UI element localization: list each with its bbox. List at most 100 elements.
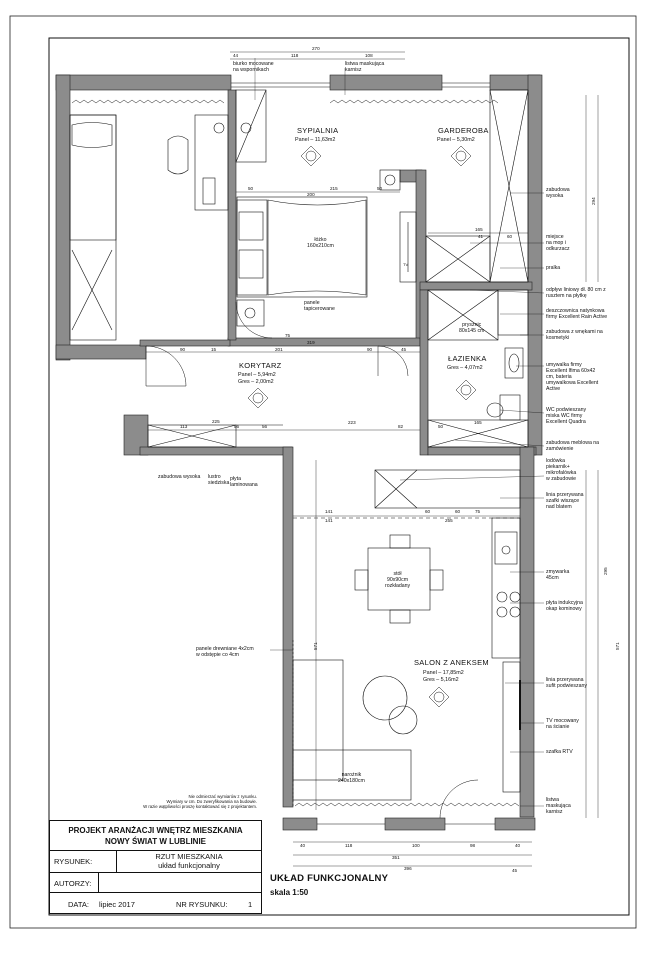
annotation-wc: WC podwieszany miska WC firmy Excellent … <box>546 407 587 425</box>
dim-garderoba-165: 165 <box>475 227 483 232</box>
dim-bed-row: 215 <box>330 186 338 191</box>
data-label: DATA: <box>68 900 89 909</box>
autorzy-divider <box>98 873 99 893</box>
annotation-szafka-rtv: szafka RTV <box>546 749 573 755</box>
prysznic-label: prysznic 80x145 cm <box>459 322 485 334</box>
title-block: PROJEKT ARANŻACJI WNĘTRZ MIESZKANIA NOWY… <box>49 820 262 914</box>
salon-furniture <box>292 469 521 808</box>
annotation-plyta-laminowana: płyta laminowana <box>230 476 258 488</box>
layout-caption-title: UKŁAD FUNKCJONALNY <box>270 873 389 884</box>
dim-corridor-45: 45 <box>401 347 407 352</box>
room-info-garderoba: Panel – 5,30m2 <box>437 137 475 143</box>
stol-label: stół 90x90cm rozkładany <box>385 571 411 589</box>
dim-corridor-90a: 90 <box>180 347 186 352</box>
nr-value: 1 <box>248 900 253 909</box>
annotation-lodowka: lodówka piekarnik+ mikrofalówka w zabudo… <box>546 458 577 482</box>
autorzy-row: AUTORZY: <box>50 872 261 893</box>
layout-caption-scale: skala 1:50 <box>270 888 309 897</box>
rysunek-value: RZUT MIESZKANIA układ funkcjonalny <box>155 852 223 870</box>
bedroom-furniture <box>69 89 417 341</box>
dim-top-total: 270 <box>312 46 320 51</box>
dim-bottom-total-2: 396 <box>404 866 412 871</box>
dim-salon-141a: 141 <box>325 509 333 514</box>
doors <box>145 301 479 819</box>
narozno-label: narożnik 240x180cm <box>338 772 365 784</box>
autorzy-label: AUTORZY: <box>54 879 92 888</box>
dim-top-b: 118 <box>291 53 299 58</box>
dim-corridor-15: 15 <box>211 347 217 352</box>
outer-frame <box>9 15 637 929</box>
annotation-zmywarka: zmywarka 45cm <box>546 569 570 581</box>
dim-salon-571: 571 <box>313 642 318 650</box>
inner-frame <box>48 37 630 916</box>
floor-symbols <box>247 145 477 708</box>
annotation-zabudowa-wnekami: zabudowa z wnękami na kosmetyki <box>546 329 603 341</box>
dim-bottom-total-1: 351 <box>392 855 400 860</box>
dim-salon-141b: 141 <box>325 518 333 523</box>
leader-lines <box>254 58 545 807</box>
dim-hall-113: 113 <box>180 424 188 429</box>
dim-hall-56: 56 <box>234 424 240 429</box>
annotation-miejsce-mop: miejsce na mop i odkurzacz <box>546 234 570 252</box>
dim-bed-50a: 50 <box>248 186 254 191</box>
dim-corridor-319: 319 <box>307 340 315 345</box>
dim-bottom-a: 40 <box>300 843 306 848</box>
dim-bottom-c: 100 <box>412 843 420 848</box>
dim-bed-50b: 50 <box>377 186 383 191</box>
annotation-listwa-bottom: listwa maskująca karnisz <box>546 797 571 815</box>
room-info-sypialnia: Panel – 11,63m2 <box>295 137 336 143</box>
dim-hall-82: 82 <box>398 424 404 429</box>
annotation-umywalka: umywalka firmy Excellent Ifima 60x42 cm,… <box>546 362 599 392</box>
walls <box>55 74 543 831</box>
annotation-linia-sufit: linia przerywana sufit podwieszany <box>546 677 587 689</box>
data-row: DATA: lipiec 2017 NR RYSUNKU: 1 <box>50 892 261 914</box>
dim-top-c: 108 <box>365 53 373 58</box>
panele-tapicerowane-label: panele tapicerowane <box>304 300 335 312</box>
dim-bottom-small: 45 <box>512 868 518 873</box>
nr-label: NR RYSUNKU: <box>176 900 228 909</box>
annotation-listwa-top: listwa maskująca karnisz <box>345 61 385 73</box>
windows <box>71 82 520 825</box>
dim-hall-165: 165 <box>474 420 482 425</box>
tv-label: TV <box>403 262 409 267</box>
dim-bottom-e: 40 <box>515 843 521 848</box>
annotation-zabudowa-wysoka-hall: zabudowa wysoka <box>158 474 201 480</box>
rysunek-label: RYSUNEK: <box>54 857 93 866</box>
annotation-deszczownica: deszczownica natynkowa firmy Excellent R… <box>546 308 608 320</box>
dim-bottom-d: 98 <box>470 843 476 848</box>
annotation-zabudowa-meblowa: zabudowa meblowa na zamówienie <box>546 440 600 452</box>
dim-bottom-b: 118 <box>345 843 353 848</box>
dim-salon-75: 75 <box>475 509 481 514</box>
annotation-plyta: płyta indukcyjna okap kominowy <box>546 600 583 612</box>
room-name-garderoba: GARDEROBA <box>438 126 489 135</box>
dim-corridor-90b: 90 <box>367 347 373 352</box>
annotation-lustro: lustro siedziska <box>208 474 230 486</box>
annotation-linia-szafki: linia przerywana szafki wiszące nad blat… <box>546 492 584 510</box>
dim-corridor-201: 201 <box>275 347 283 352</box>
rysunek-row: RYSUNEK: RZUT MIESZKANIA układ funkcjona… <box>50 850 261 873</box>
room-name-lazienka: ŁAZIENKA <box>448 354 487 363</box>
dimension-lines <box>146 51 599 867</box>
annotation-biurko: biurko mocowane na wspornikach <box>233 61 274 73</box>
garderoba-furniture <box>425 89 529 283</box>
room-name-sypialnia: SYPIALNIA <box>297 126 339 135</box>
room-name-salon: SALON Z ANEKSEM <box>414 658 489 667</box>
dim-garderoba-41: 41 <box>478 234 484 239</box>
dim-top-a: 44 <box>233 53 239 58</box>
annotation-zabudowa-wysoka: zabudowa wysoka <box>546 187 570 199</box>
dim-corridor-75: 75 <box>285 333 291 338</box>
dim-right-295: 295 <box>603 567 608 575</box>
drawing-note: Nie odmierzać wymiarów z rysunku. Wymiar… <box>143 794 257 810</box>
project-title: PROJEKT ARANŻACJI WNĘTRZ MIESZKANIA NOWY… <box>68 826 243 846</box>
annotation-panele-drewniane: panele drewniane 4x2cm w odstępie co 4cm <box>196 646 254 658</box>
hallway-furniture <box>147 424 283 448</box>
dim-right-571: 571 <box>615 642 620 650</box>
annotation-pralka: pralka <box>546 265 561 271</box>
dim-hall-50: 50 <box>438 424 444 429</box>
bed-label: łóżko 160x210cm <box>307 237 334 249</box>
dim-bed-200: 200 <box>307 192 315 197</box>
data-value: lipiec 2017 <box>99 900 135 909</box>
room-name-korytarz: KORYTARZ <box>239 361 282 370</box>
